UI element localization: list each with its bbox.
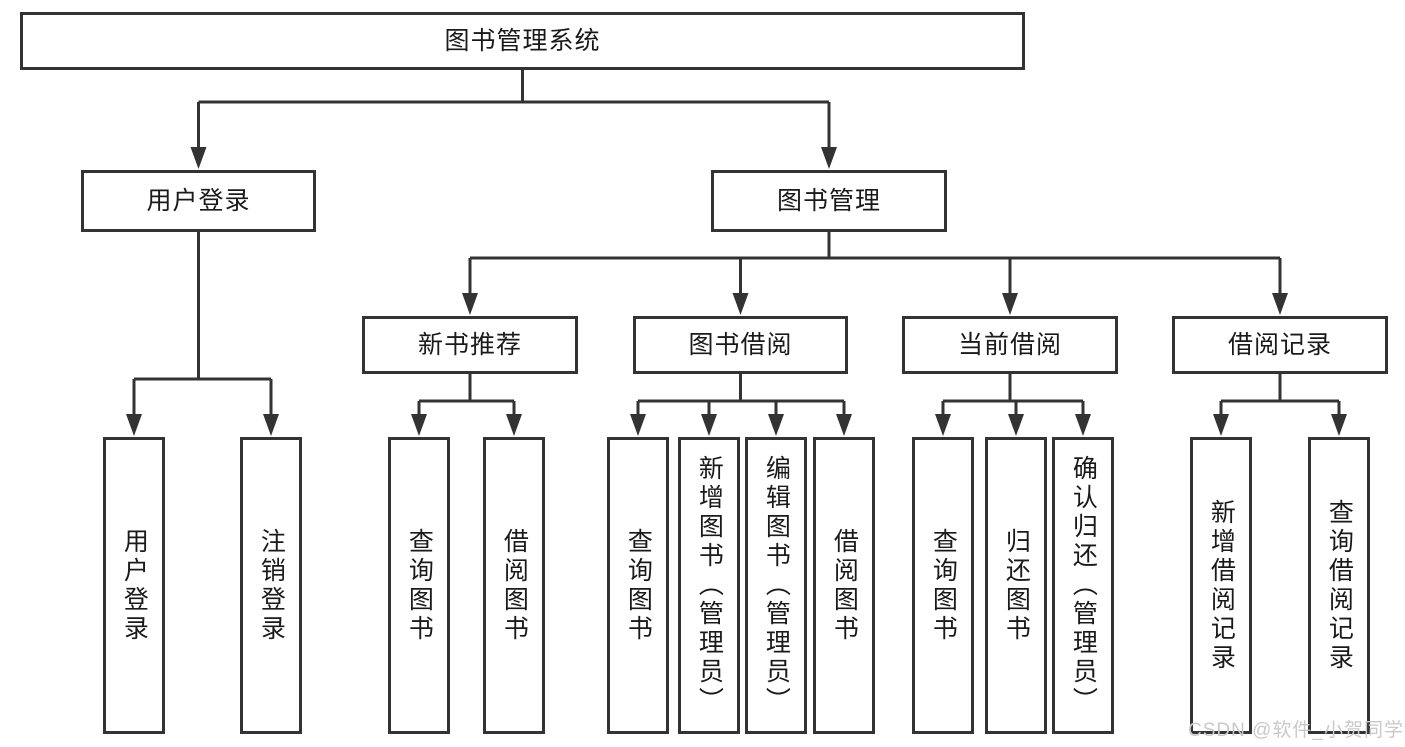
node-box-leaf-1[interactable] bbox=[103, 437, 165, 734]
node-box-leaf-3[interactable] bbox=[388, 437, 450, 734]
arrow-icon-leaf-12 bbox=[1213, 414, 1229, 436]
arrow-icon-leaf-2 bbox=[263, 414, 279, 436]
arrow-icon-leaf-7 bbox=[768, 414, 784, 436]
node-box-root[interactable] bbox=[20, 12, 1025, 70]
arrow-icon-leaf-13 bbox=[1331, 414, 1347, 436]
node-box-leaf-9[interactable] bbox=[912, 437, 974, 734]
arrow-icon-leaf-4 bbox=[506, 414, 522, 436]
arrow-icon-leaf-9 bbox=[935, 414, 951, 436]
arrow-icon-leaf-11 bbox=[1075, 414, 1091, 436]
node-box-leaf-10[interactable] bbox=[985, 437, 1047, 734]
arrow-icon-leaf-5 bbox=[630, 414, 646, 436]
node-box-leaf-7[interactable] bbox=[745, 437, 807, 734]
arrow-icon-leaf-8 bbox=[836, 414, 852, 436]
node-box-user-login[interactable] bbox=[81, 170, 316, 232]
arrow-icon-book-mgmt bbox=[821, 147, 837, 169]
arrow-icon-user-login bbox=[190, 147, 207, 169]
node-box-leaf-11[interactable] bbox=[1052, 437, 1114, 734]
arrow-icon-leaf-1 bbox=[126, 414, 142, 436]
arrow-icon-current bbox=[1002, 293, 1018, 315]
node-box-leaf-6[interactable] bbox=[678, 437, 740, 734]
node-box-leaf-12[interactable] bbox=[1190, 437, 1252, 734]
node-box-leaf-13[interactable] bbox=[1308, 437, 1370, 734]
arrow-icon-new-books bbox=[462, 293, 478, 315]
node-box-leaf-8[interactable] bbox=[813, 437, 875, 734]
arrow-icon-leaf-3 bbox=[411, 414, 427, 436]
connector-layer bbox=[126, 70, 1347, 436]
node-box-current[interactable] bbox=[902, 316, 1118, 374]
node-box-leaf-4[interactable] bbox=[483, 437, 545, 734]
arrow-icon-borrow bbox=[732, 293, 749, 315]
node-box-leaf-5[interactable] bbox=[607, 437, 669, 734]
arrow-icon-leaf-6 bbox=[701, 414, 717, 436]
node-box-borrow[interactable] bbox=[633, 316, 848, 374]
node-box-leaf-2[interactable] bbox=[240, 437, 302, 734]
node-box-new-books[interactable] bbox=[362, 316, 578, 374]
node-box-layer bbox=[20, 12, 1388, 734]
arrow-icon-leaf-10 bbox=[1008, 414, 1024, 436]
node-box-records[interactable] bbox=[1172, 316, 1388, 374]
arrow-icon-records bbox=[1272, 293, 1288, 315]
node-box-book-mgmt[interactable] bbox=[711, 170, 947, 232]
